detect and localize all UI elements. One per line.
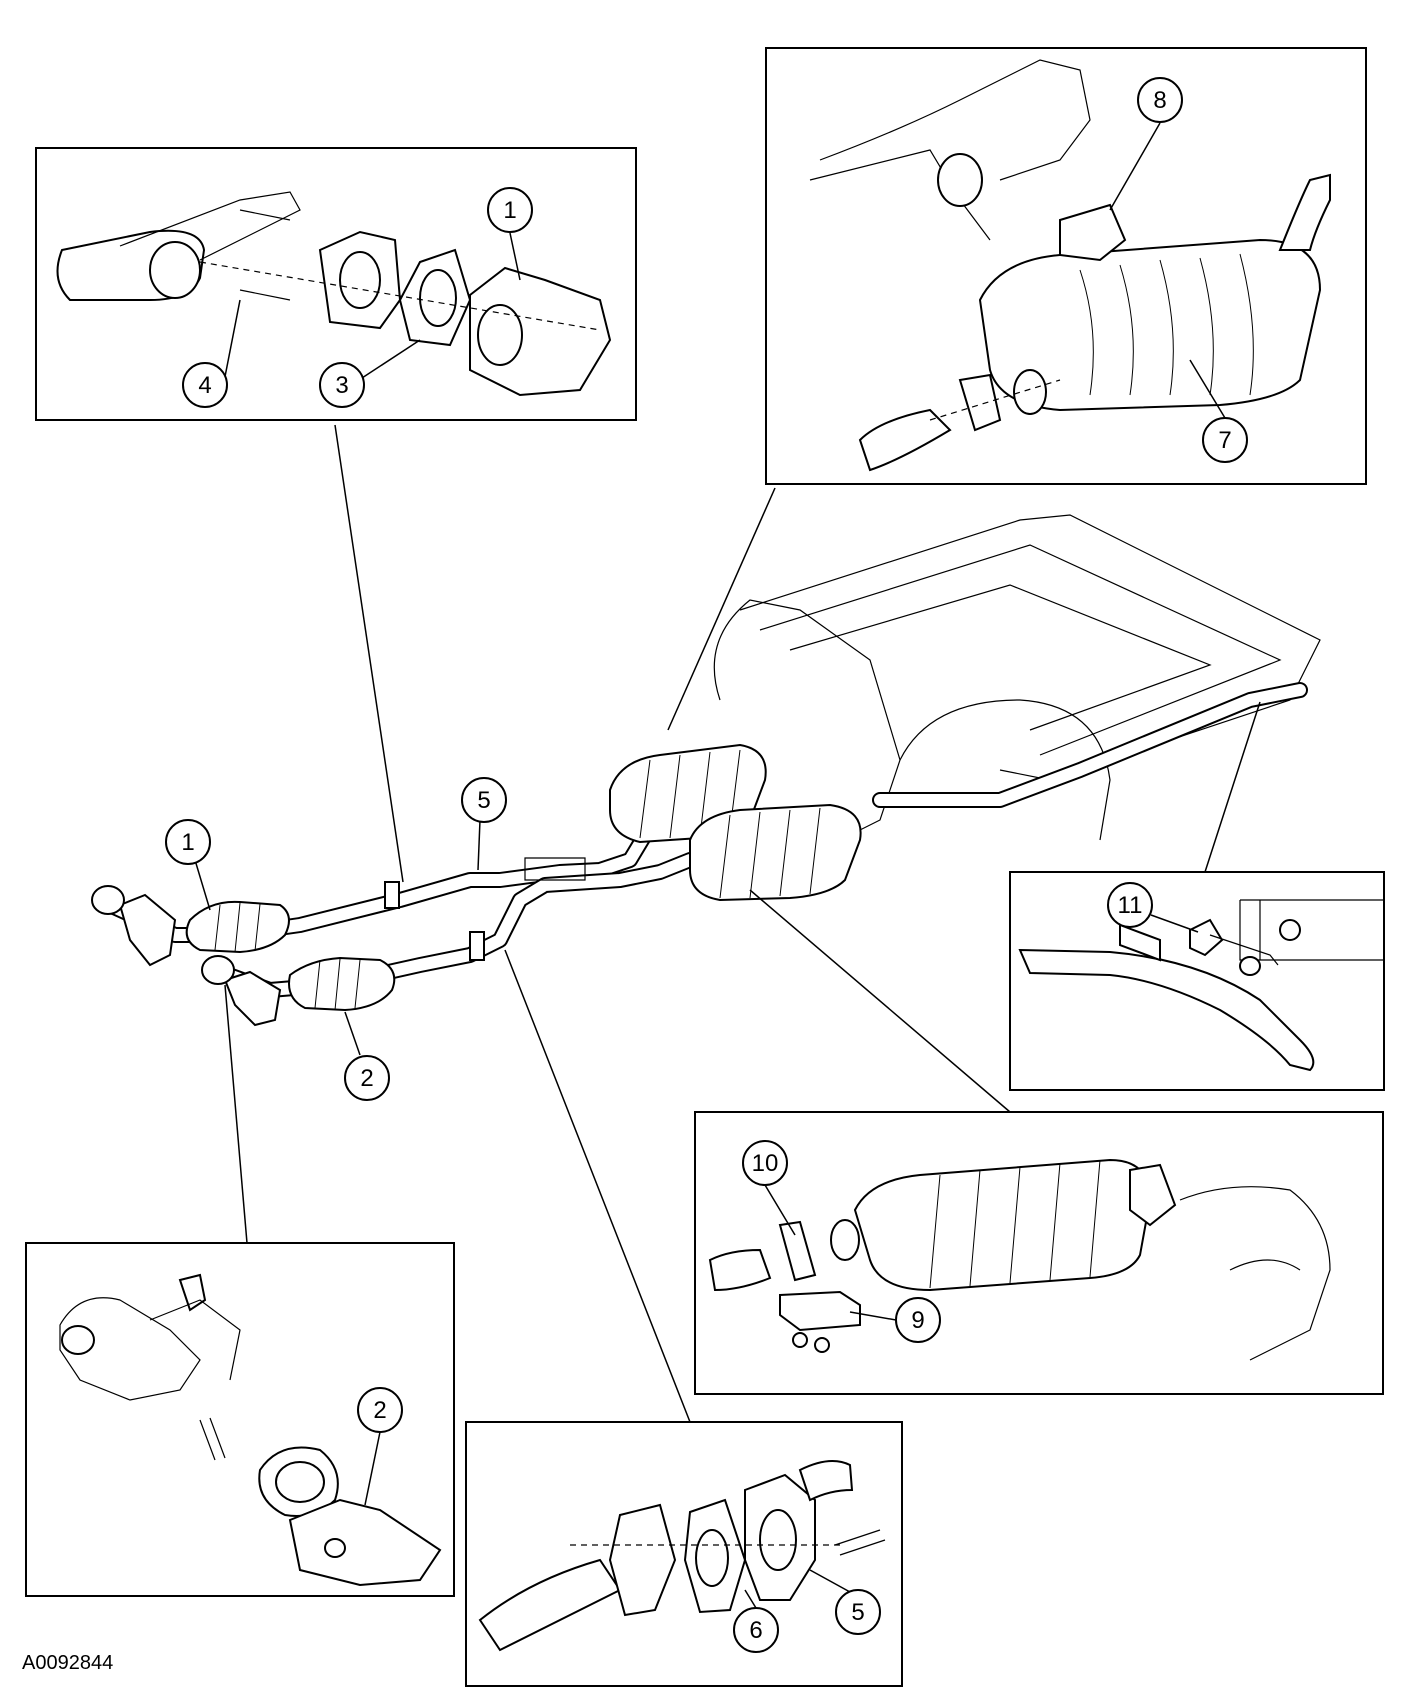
callout-2-inset: 2 xyxy=(357,1387,403,1433)
svg-text:10: 10 xyxy=(752,1150,779,1177)
callout-7: 7 xyxy=(1202,417,1248,463)
svg-text:7: 7 xyxy=(1218,427,1231,454)
svg-text:3: 3 xyxy=(335,372,348,399)
svg-text:8: 8 xyxy=(1153,87,1166,114)
svg-text:9: 9 xyxy=(911,1307,924,1334)
callout-4: 4 xyxy=(182,362,228,408)
inset-muffler: 8 7 xyxy=(765,47,1367,485)
main-assembly: 5 1 2 xyxy=(91,424,1321,1423)
callout-1-top: 1 xyxy=(487,187,533,233)
svg-text:4: 4 xyxy=(198,372,211,399)
svg-text:2: 2 xyxy=(360,1065,373,1092)
callout-1-main: 1 xyxy=(165,819,211,865)
callout-8: 8 xyxy=(1137,77,1183,123)
svg-text:6: 6 xyxy=(749,1617,762,1644)
inset-rear-hanger: 11 xyxy=(1009,871,1385,1091)
svg-text:5: 5 xyxy=(851,1599,864,1626)
callout-9: 9 xyxy=(895,1297,941,1343)
callout-6: 6 xyxy=(733,1607,779,1653)
callout-2-main: 2 xyxy=(344,1055,390,1101)
callout-10: 10 xyxy=(742,1140,788,1186)
svg-text:2: 2 xyxy=(373,1397,386,1424)
svg-text:11: 11 xyxy=(1118,892,1143,919)
svg-text:5: 5 xyxy=(477,787,490,814)
callout-5-main: 5 xyxy=(461,777,507,823)
figure-id-label: A0092844 xyxy=(22,1652,114,1674)
callout-5-inset: 5 xyxy=(835,1589,881,1635)
inset-front-converter: 2 xyxy=(25,1242,455,1597)
svg-text:1: 1 xyxy=(503,197,516,224)
inset-ypipe-flange: 6 5 xyxy=(465,1421,903,1687)
inset-resonator: 10 9 xyxy=(694,1111,1384,1395)
callout-3: 3 xyxy=(319,362,365,408)
callout-11: 11 xyxy=(1107,882,1153,928)
svg-text:1: 1 xyxy=(181,829,194,856)
inset-front-flange: 1 4 3 xyxy=(35,147,637,421)
